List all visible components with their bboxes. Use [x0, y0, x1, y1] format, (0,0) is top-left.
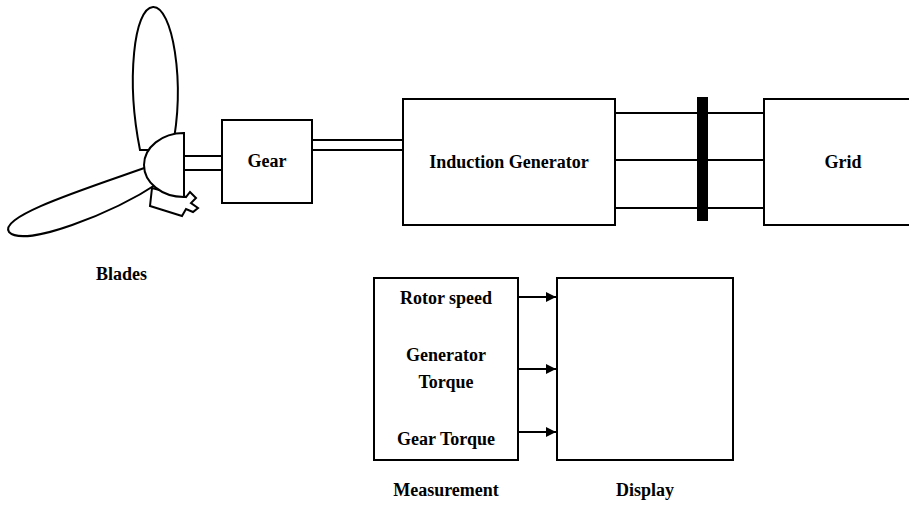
blade	[133, 7, 178, 150]
connector	[519, 369, 556, 370]
box-text: Grid	[824, 149, 861, 176]
gear-box: Gear	[221, 119, 313, 204]
box-text: Gear Torque	[397, 426, 495, 453]
display-box: Display	[556, 277, 734, 461]
connector-line	[313, 139, 402, 141]
box-text: Induction Generator	[429, 149, 589, 176]
connector	[313, 140, 402, 150]
generator-box: Induction Generator	[402, 98, 616, 226]
hub	[144, 133, 184, 197]
measurement-box: Rotor speedGenerator TorqueGear TorqueMe…	[373, 277, 519, 461]
box-caption: Display	[538, 477, 752, 504]
blades-drawing	[8, 7, 222, 236]
grid-box: Grid	[763, 98, 909, 226]
box-caption: Measurement	[355, 477, 537, 504]
box-text: Gear	[248, 148, 287, 175]
connector-line	[616, 207, 763, 209]
connector-line	[616, 112, 763, 114]
breaker-bar	[697, 97, 708, 221]
main-shaft	[180, 155, 222, 157]
box-text: Rotor speed	[400, 285, 492, 312]
connector-line	[519, 296, 556, 298]
connector	[519, 297, 556, 298]
blade	[8, 166, 160, 236]
connector-line	[313, 149, 402, 151]
connector	[519, 432, 556, 433]
connector-line	[616, 159, 763, 161]
component-label: Blades	[96, 264, 147, 285]
connector-line	[519, 368, 556, 370]
connector	[616, 113, 763, 208]
box-text: Generator Torque	[390, 342, 502, 396]
main-shaft	[180, 169, 222, 171]
connector-line	[519, 431, 556, 433]
